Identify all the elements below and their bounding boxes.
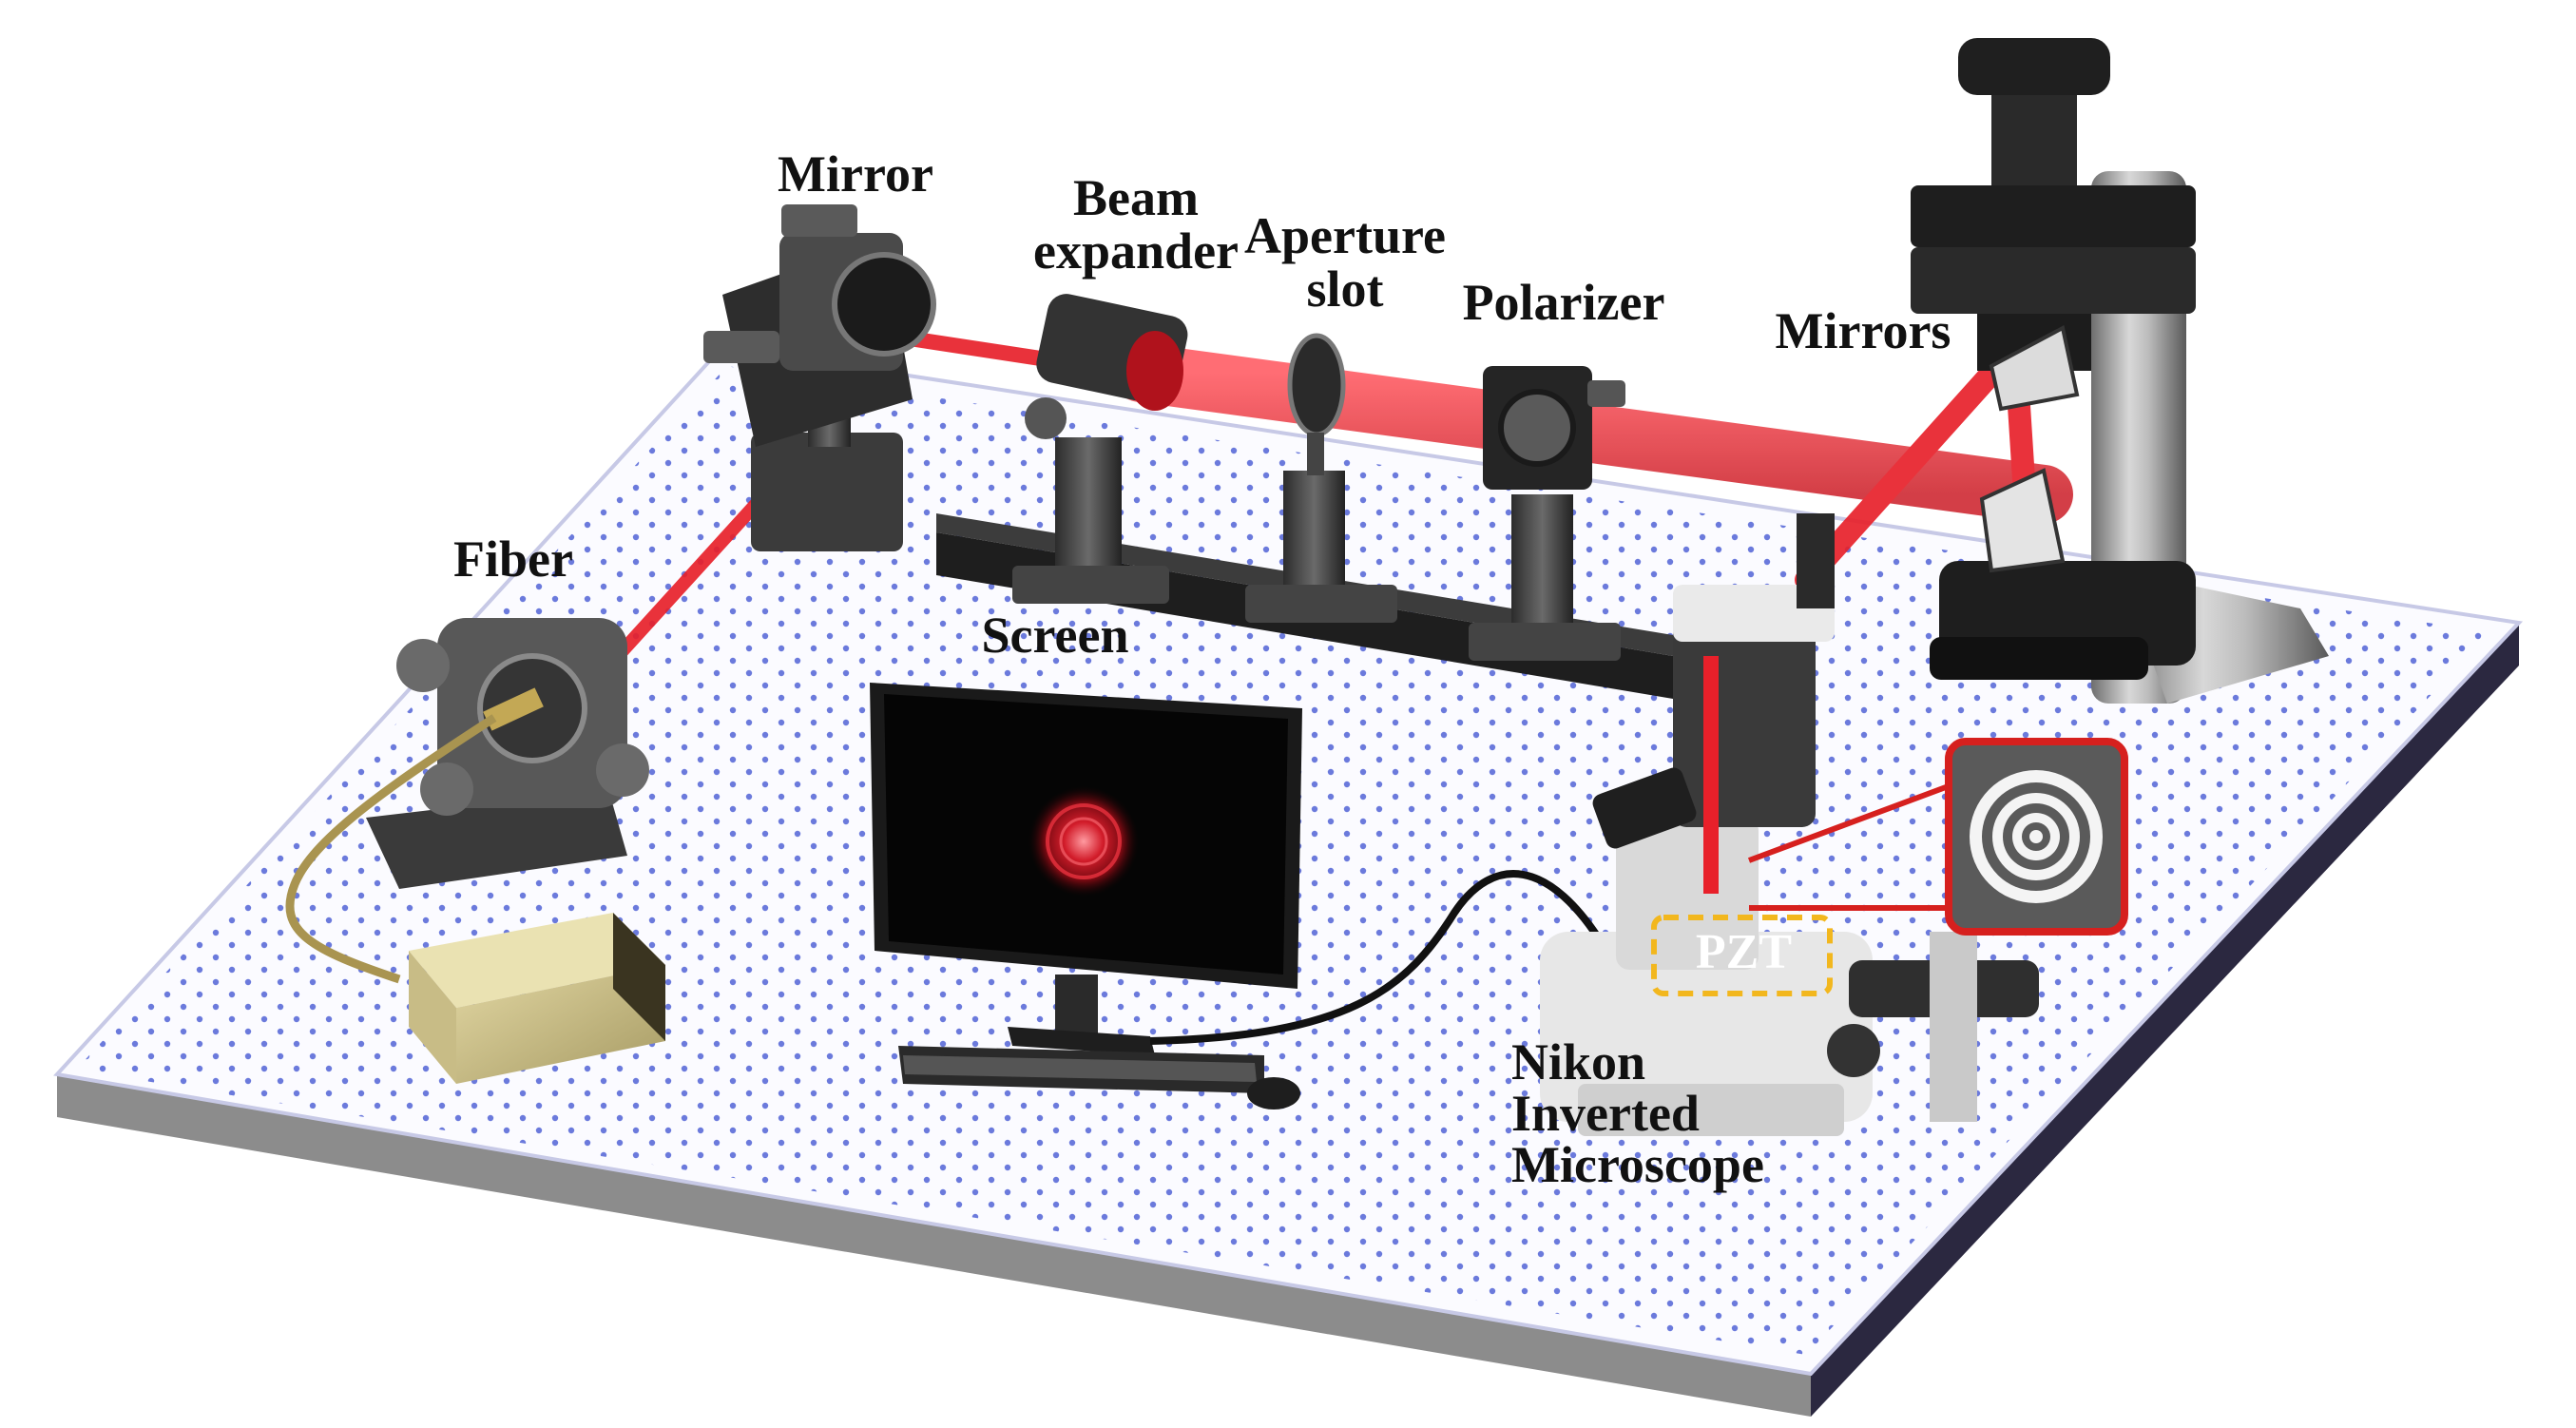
label-polarizer: Polarizer (1462, 274, 1665, 331)
nikon-microscope (1540, 513, 2039, 1136)
monitor-cable (1149, 870, 1610, 1045)
fiber-mount (366, 618, 649, 889)
fiber-laser-source (285, 714, 665, 1084)
mirrors-tower (1911, 38, 2329, 704)
table-side-front (57, 1074, 1811, 1417)
label-mirrors: Mirrors (1775, 302, 1951, 359)
keyboard-mouse (898, 1046, 1300, 1110)
label-beam-expander: Beam expander (1033, 169, 1239, 280)
interference-inset (1747, 738, 2128, 936)
label-screen: Screen (981, 607, 1129, 664)
label-pzt: PZT (1695, 925, 1793, 979)
label-mirror: Mirror (778, 145, 933, 203)
table-side-right (1811, 623, 2519, 1417)
aperture-slot (1245, 333, 1397, 623)
label-fiber: Fiber (453, 531, 573, 588)
monitor (870, 683, 1302, 1055)
polarizer (1469, 366, 1625, 661)
interference-pattern (1028, 786, 1139, 897)
beam-expander (1012, 294, 1188, 604)
pzt-box (1651, 915, 1833, 996)
mirror-mount (703, 204, 936, 551)
label-aperture-slot: Aperture slot (1244, 207, 1446, 318)
label-microscope: Nikon Inverted Microscope (1511, 1033, 1764, 1193)
